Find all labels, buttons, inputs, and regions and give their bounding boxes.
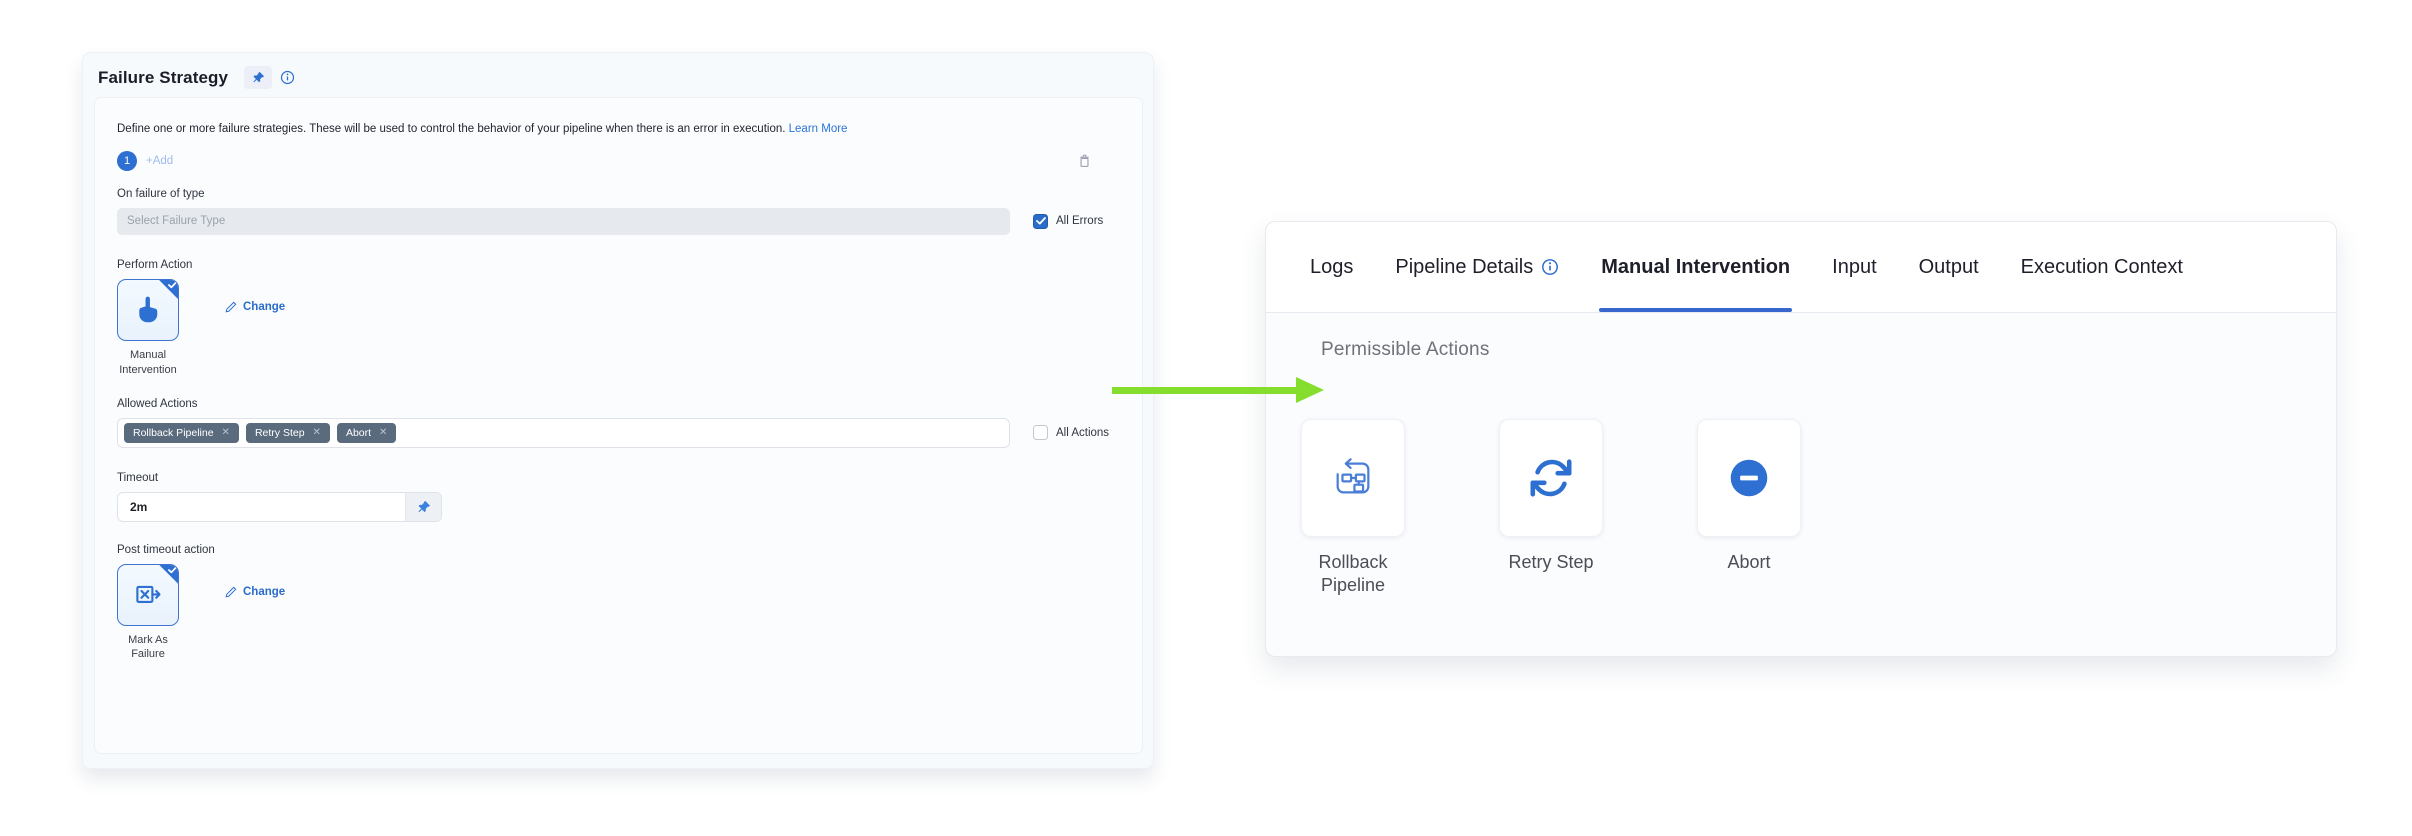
details-tabbar: Logs Pipeline Details Manual Interventio…	[1266, 222, 2336, 313]
permissible-actions-title: Permissible Actions	[1321, 339, 1490, 360]
add-strategy-button[interactable]: +Add	[146, 154, 174, 167]
post-timeout-action-name: Mark As Failure	[128, 633, 168, 661]
timeout-label: Timeout	[117, 471, 159, 484]
tab-execution-context[interactable]: Execution Context	[2019, 222, 2185, 312]
tag-label: Rollback Pipeline	[133, 426, 214, 439]
on-failure-label: On failure of type	[117, 187, 205, 200]
strategy-form: Define one or more failure strategies. T…	[94, 97, 1143, 754]
tab-input[interactable]: Input	[1830, 222, 1878, 312]
tag-retry-step[interactable]: Retry Step ✕	[245, 422, 330, 443]
post-timeout-label: Post timeout action	[117, 543, 215, 556]
tag-label: Abort	[345, 426, 372, 439]
strategy-index-badge[interactable]: 1	[117, 150, 137, 171]
perform-action-label: Perform Action	[117, 258, 193, 271]
learn-more-link[interactable]: Learn More	[788, 123, 848, 135]
tag-rollback-pipeline[interactable]: Rollback Pipeline ✕	[124, 422, 239, 443]
tab-label: Input	[1832, 255, 1877, 278]
info-icon[interactable]	[280, 70, 295, 85]
strategy-list-row: 1 +Add	[117, 150, 1120, 171]
info-icon[interactable]	[1541, 258, 1559, 276]
action-rollback-pipeline: Rollback Pipeline	[1301, 419, 1405, 596]
all-errors-label: All Errors	[1056, 215, 1104, 228]
tab-pipeline-details[interactable]: Pipeline Details	[1393, 222, 1561, 312]
action-label: Abort	[1727, 552, 1771, 572]
tab-label: Logs	[1310, 255, 1354, 278]
action-label: Retry Step	[1508, 552, 1594, 572]
tab-label: Manual Intervention	[1601, 255, 1791, 278]
failure-strategy-panel: Failure Strategy Define one or more fail…	[82, 52, 1154, 769]
panel-title: Failure Strategy	[98, 67, 229, 87]
manual-intervention-content: Permissible Actions Roll	[1266, 313, 2336, 596]
annotation-arrow	[1112, 387, 1298, 394]
pin-button[interactable]	[244, 66, 273, 89]
all-actions-label: All Actions	[1056, 426, 1110, 439]
tag-label: Retry Step	[254, 426, 305, 439]
allowed-actions-label: Allowed Actions	[117, 397, 198, 410]
tab-label: Output	[1918, 255, 1979, 278]
annotation-arrow-head	[1296, 377, 1324, 403]
pencil-icon	[225, 586, 237, 598]
allowed-actions-input[interactable]: Rollback Pipeline ✕ Retry Step ✕ Abort ✕	[117, 417, 1010, 448]
remove-tag-icon[interactable]: ✕	[379, 427, 388, 439]
abort-button[interactable]	[1697, 419, 1801, 537]
description-sentence: Define one or more failure strategies. T…	[117, 123, 786, 135]
action-label: Rollback Pipeline	[1318, 552, 1388, 595]
timeout-pin-button[interactable]	[405, 492, 441, 521]
perform-action-name: Manual Intervention	[119, 348, 177, 376]
change-post-timeout-button[interactable]: Change	[225, 586, 285, 598]
all-actions-checkbox[interactable]	[1033, 425, 1048, 441]
change-perform-action-button[interactable]: Change	[225, 301, 285, 313]
tab-output[interactable]: Output	[1917, 222, 1981, 312]
change-label: Change	[243, 300, 286, 313]
rollback-pipeline-icon	[1330, 455, 1376, 501]
retry-step-icon	[1528, 455, 1574, 501]
remove-tag-icon[interactable]: ✕	[312, 427, 321, 439]
action-retry-step: Retry Step	[1499, 419, 1603, 596]
timeout-input[interactable]	[118, 492, 405, 521]
manual-intervention-icon	[133, 295, 163, 325]
abort-icon	[1726, 455, 1772, 501]
tab-label: Execution Context	[2020, 255, 2183, 278]
tab-logs[interactable]: Logs	[1308, 222, 1355, 312]
failure-type-input[interactable]	[117, 207, 1010, 235]
change-label: Change	[243, 585, 286, 598]
panel-header: Failure Strategy	[83, 53, 1153, 89]
tab-label: Pipeline Details	[1395, 255, 1534, 278]
tag-abort[interactable]: Abort ✕	[336, 422, 397, 443]
pin-icon	[252, 71, 265, 84]
delete-strategy-icon[interactable]	[1077, 153, 1092, 169]
retry-step-button[interactable]	[1499, 419, 1603, 537]
all-errors-checkbox[interactable]	[1033, 213, 1048, 229]
pencil-icon	[225, 301, 237, 313]
rollback-pipeline-button[interactable]	[1301, 419, 1405, 537]
pin-icon	[417, 500, 431, 514]
description-text: Define one or more failure strategies. T…	[117, 122, 1120, 137]
perform-action-card[interactable]	[117, 278, 179, 341]
action-abort: Abort	[1697, 419, 1801, 596]
execution-details-panel: Logs Pipeline Details Manual Interventio…	[1265, 221, 2337, 657]
tab-manual-intervention[interactable]: Manual Intervention	[1599, 222, 1793, 312]
mark-as-failure-icon	[133, 580, 163, 610]
post-timeout-action-card[interactable]	[117, 563, 179, 626]
remove-tag-icon[interactable]: ✕	[221, 427, 230, 439]
